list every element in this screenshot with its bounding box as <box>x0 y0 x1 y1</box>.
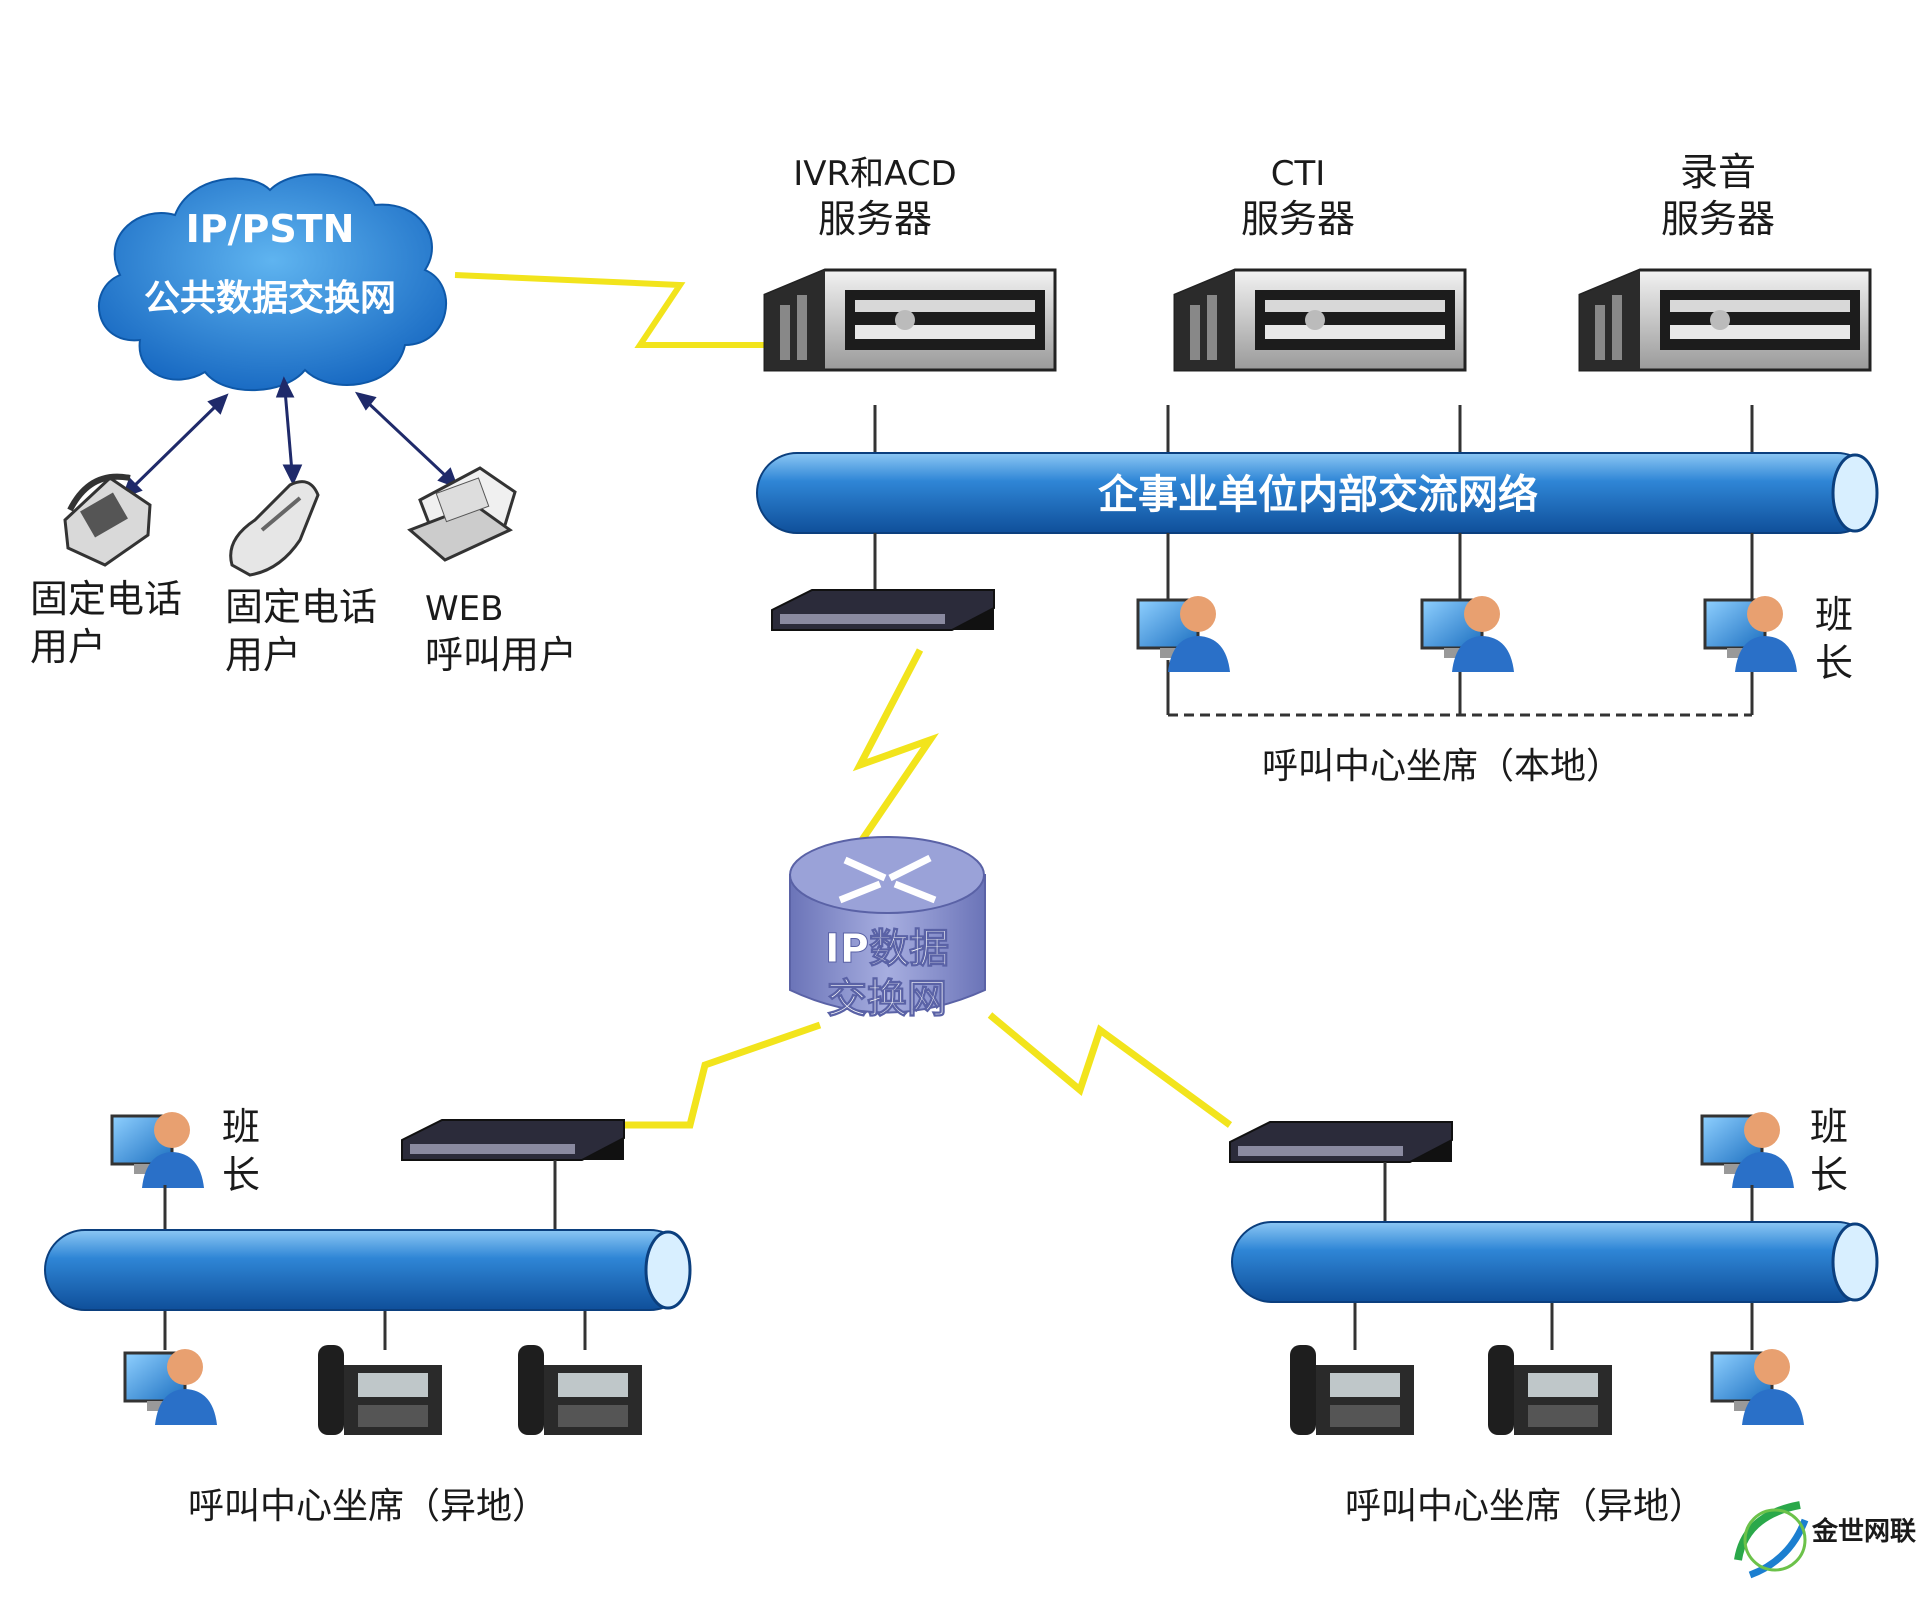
leader-local-char1: 班 <box>1815 593 1853 637</box>
agent-local-2-icon <box>1420 596 1514 672</box>
cti-server-icon <box>1173 268 1467 372</box>
user-fixed2-line1: 固定电话 <box>225 585 377 629</box>
user-fixed1-line2: 用户 <box>30 625 106 669</box>
ip-phone-right-1-icon <box>1290 1345 1414 1435</box>
leader-left-char2: 长 <box>222 1153 260 1197</box>
leader-right-char1: 班 <box>1810 1105 1848 1149</box>
recording-server-icon <box>1578 268 1872 372</box>
agent-right-1-icon <box>1710 1349 1804 1425</box>
agent-right-leader-icon <box>1700 1112 1794 1188</box>
right-connectors <box>1353 1162 1754 1350</box>
switch-router-link <box>852 648 939 842</box>
leader-right-char2: 长 <box>1810 1153 1848 1197</box>
leader-local-char2: 长 <box>1815 641 1853 685</box>
router-line1: IP数据 <box>825 926 949 972</box>
right-network-bus <box>1231 1221 1879 1303</box>
server-ivr-line2: 服务器 <box>818 197 932 241</box>
user-fixed2-line2: 用户 <box>225 633 301 677</box>
router-left-link <box>610 1021 822 1129</box>
ip-router-icon: IP数据 交换网 <box>789 836 986 1023</box>
agent-left-1-icon <box>123 1349 217 1425</box>
user-web-line2: 呼叫用户 <box>425 633 577 677</box>
user-fixed1-line1: 固定电话 <box>30 577 182 621</box>
agent-left-leader-icon <box>110 1112 204 1188</box>
group-remote-left-label: 呼叫中心坐席（异地） <box>188 1486 548 1527</box>
user-web-line1: WEB <box>425 589 503 629</box>
agent-local-leader-icon <box>1703 596 1797 672</box>
router-line2: 交换网 <box>827 976 947 1022</box>
mobile-phone-icon <box>229 480 320 577</box>
brand-logo-icon <box>1734 1501 1809 1579</box>
cloud-title: IP/PSTN <box>186 207 355 251</box>
desk-phone-icon <box>63 473 152 567</box>
servers <box>763 268 1872 372</box>
leader-left-char1: 班 <box>222 1105 260 1149</box>
router-right-link <box>987 1012 1233 1128</box>
server-ivr-line1: IVR和ACD <box>793 154 957 194</box>
group-remote-right-label: 呼叫中心坐席（异地） <box>1345 1486 1705 1527</box>
ip-phone-left-2-icon <box>518 1345 642 1435</box>
switch-left-icon <box>401 1119 625 1161</box>
server-rec-line1: 录音 <box>1680 150 1756 194</box>
cloud-subtitle: 公共数据交换网 <box>144 277 396 319</box>
server-cti-line1: CTI <box>1271 154 1326 194</box>
cloud-server-link <box>454 272 765 348</box>
group-local-label: 呼叫中心坐席（本地） <box>1262 746 1622 787</box>
left-connectors <box>163 1160 587 1350</box>
ivr-acd-server-icon <box>763 268 1057 372</box>
left-network-bus <box>44 1229 692 1311</box>
laptop-icon <box>407 466 517 562</box>
brand-logo-text: 金世网联 <box>1811 1516 1916 1547</box>
switch-right-icon <box>1229 1121 1453 1163</box>
brand-logo: 金世网联 <box>1734 1501 1916 1579</box>
bus-down-connectors <box>873 533 1754 715</box>
switch-main-icon <box>771 589 995 631</box>
ip-phone-left-1-icon <box>318 1345 442 1435</box>
cloud-user-arrows <box>121 376 459 499</box>
main-network-bus: 企事业单位内部交流网络 <box>756 452 1879 534</box>
server-cti-line2: 服务器 <box>1241 197 1355 241</box>
agent-local-1-icon <box>1136 596 1230 672</box>
ip-phone-right-2-icon <box>1488 1345 1612 1435</box>
main-bus-label: 企事业单位内部交流网络 <box>1098 472 1538 518</box>
server-rec-line2: 服务器 <box>1661 197 1775 241</box>
server-bus-connectors <box>873 405 1754 453</box>
pstn-cloud: IP/PSTN 公共数据交换网 <box>97 173 448 392</box>
